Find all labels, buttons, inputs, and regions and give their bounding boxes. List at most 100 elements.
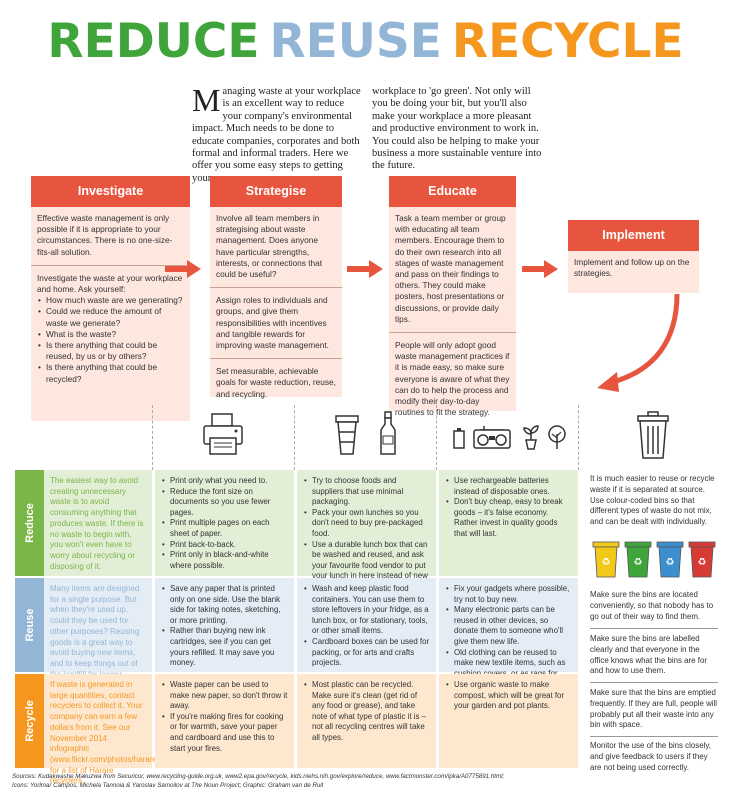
title-reduce: REDUCE [47, 14, 260, 69]
svg-text:♻: ♻ [634, 557, 643, 568]
list-item: Save any paper that is printed only on o… [161, 584, 288, 626]
list-item: Use rechargeable batteries instead of di… [445, 476, 572, 497]
bins-paragraph: Monitor the use of the bins closely, and… [590, 741, 711, 772]
stage-investigate: Investigate Effective waste management i… [31, 176, 190, 421]
row-label-recycle: Recycle [15, 674, 44, 768]
stage-implement: Implement Implement and follow up on the… [568, 220, 699, 293]
stage-body: Task a team member or group with educati… [389, 207, 516, 417]
list-item: Try to choose foods and suppliers that u… [303, 476, 430, 508]
stage-educate: Educate Task a team member or group with… [389, 176, 516, 417]
row-label-text: Recycle [23, 700, 36, 742]
printer-icon [203, 413, 243, 455]
column-divider [578, 405, 579, 470]
bin-icon [637, 411, 669, 459]
credits-line: Icons: Yorlmar Campos, Michela Tannoia &… [12, 781, 324, 789]
reuse-goods-cell: Fix your gadgets where possible, try not… [439, 578, 578, 688]
plant-icon [523, 425, 539, 450]
battery-icon [453, 428, 465, 449]
intro-column-2: workplace to 'go green'. Not only will y… [372, 86, 542, 172]
title-reuse: REUSE [269, 14, 442, 69]
bins-paragraph: Make sure that the bins are emptied freq… [590, 688, 718, 730]
list-item: How much waste are we generating? [37, 295, 184, 306]
stage-paragraph: Involve all team members in strategising… [216, 213, 323, 280]
list-item: Print only what you need to. [161, 476, 288, 487]
stage-paragraph: Implement and follow up on the strategie… [574, 257, 690, 279]
svg-text:♻: ♻ [666, 557, 675, 568]
blue-bin-icon: ♻ [656, 541, 684, 578]
colour-coded-bins: ♻ ♻ ♻ ♻ [592, 540, 716, 578]
yellow-bin-icon: ♻ [592, 541, 620, 578]
curved-arrow-icon [597, 293, 680, 392]
list-item: Many electronic parts can be reused in o… [445, 605, 572, 647]
intro-paragraph-1: anaging waste at your workplace is an ex… [192, 86, 361, 184]
cup-icon [335, 415, 359, 455]
arrow-right-icon [522, 260, 558, 278]
divider [31, 264, 190, 266]
stage-title: Strategise [210, 176, 342, 207]
list-item: Most plastic can be recycled. Make sure … [303, 680, 430, 744]
stage-paragraph: Investigate the waste at your workplace … [37, 272, 183, 295]
stage-body: Implement and follow up on the strategie… [568, 251, 699, 293]
list-item: Wash and keep plastic food containers. Y… [303, 584, 430, 637]
row-label-reduce: Reduce [15, 470, 44, 576]
stage-title: Implement [568, 220, 699, 251]
arrow-right-icon [347, 260, 383, 278]
stage-paragraph: Assign roles to individuals and groups, … [216, 295, 329, 351]
list-item: Use organic waste to make compost, which… [445, 680, 572, 712]
list-item: Waste paper can be used to make new pape… [161, 680, 288, 712]
svg-text:♻: ♻ [698, 557, 707, 568]
column-divider [152, 405, 153, 470]
list-item: Pack your own lunches so you don't need … [303, 508, 430, 540]
stage-paragraph: Set measurable, achievable goals for was… [216, 366, 336, 399]
arrow-right-icon [165, 260, 201, 278]
list-item: Is there anything that could be recycled… [37, 362, 184, 384]
reduce-food-cell: Try to choose foods and suppliers that u… [297, 470, 436, 591]
red-bin-icon: ♻ [688, 541, 716, 578]
stage-body: Involve all team members in strategising… [210, 207, 342, 399]
list-item: Is there anything that could be reused, … [37, 340, 184, 362]
row-label-text: Reduce [23, 503, 36, 543]
recycle-food-cell: Most plastic can be recycled. Make sure … [297, 674, 436, 768]
divider [389, 332, 516, 334]
reduce-paper-cell: Print only what you need to. Reduce the … [155, 470, 294, 576]
bins-paragraph: Make sure the bins are located convenien… [590, 590, 714, 621]
divider [210, 287, 342, 289]
row-label-text: Reuse [23, 608, 36, 642]
list-item: Cardboard boxes can be used for packing,… [303, 637, 430, 669]
list-item: Print only in black-and-white where poss… [161, 550, 288, 571]
stage-paragraph: Effective waste management is only possi… [37, 213, 173, 257]
divider [590, 736, 718, 737]
stage-strategise: Strategise Involve all team members in s… [210, 176, 342, 399]
list-item: Rather than buying new ink cartridges, s… [161, 626, 288, 668]
svg-text:♻: ♻ [602, 557, 611, 568]
list-item: What is the waste? [37, 329, 184, 340]
column-divider [436, 405, 437, 470]
bins-paragraph: It is much easier to reuse or recycle wa… [590, 474, 715, 527]
divider [590, 682, 718, 683]
stage-paragraph: Task a team member or group with educati… [395, 213, 506, 324]
row-label-reuse: Reuse [15, 578, 44, 672]
divider [590, 628, 718, 629]
reuse-paper-cell: Save any paper that is printed only on o… [155, 578, 294, 672]
intro-dropcap: M [192, 82, 221, 118]
reduce-goods-cell: Use rechargeable batteries instead of di… [439, 470, 578, 576]
title-recycle: RECYCLE [451, 14, 684, 69]
stage-title: Investigate [31, 176, 190, 207]
recycle-paper-cell: Waste paper can be used to make new pape… [155, 674, 294, 768]
sources-credits: Sources: Kudakwashe Makuzwa from Securic… [12, 773, 722, 790]
reuse-description: Many items are designed for a single pur… [44, 578, 152, 679]
green-bin-icon: ♻ [624, 541, 652, 578]
recycle-goods-cell: Use organic waste to make compost, which… [439, 674, 578, 768]
recycle-description: If waste is generated in large quantitie… [44, 674, 208, 785]
stage-title: Educate [389, 176, 516, 207]
question-list: How much waste are we generating? Could … [37, 295, 184, 385]
list-item: Print back-to-back. [161, 540, 288, 551]
sources-line: Sources: Kudakwashe Makuzwa from Securic… [12, 773, 505, 780]
divider [210, 358, 342, 360]
list-item: Reduce the font size on documents so you… [161, 487, 288, 519]
list-item: If you're making fires for cooking or fo… [161, 712, 288, 754]
stage-body: Effective waste management is only possi… [31, 207, 190, 421]
list-item: Fix your gadgets where possible, try not… [445, 584, 572, 605]
